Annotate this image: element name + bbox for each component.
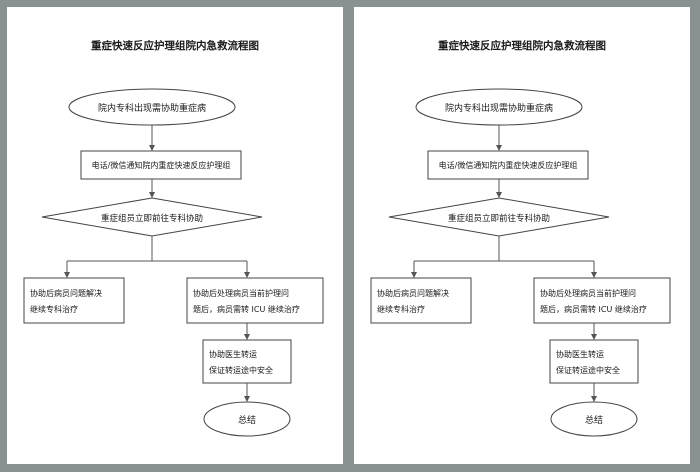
notify-box	[80, 150, 242, 180]
notify-box-label: 电话/微信通知院内重症快速反应护理组	[92, 160, 231, 170]
doctor-transfer-box	[549, 339, 639, 384]
arrow-head	[244, 272, 250, 278]
notify-box-label: 电话/微信通知院内重症快速反应护理组	[439, 160, 578, 170]
arrow-head	[244, 334, 250, 340]
transfer-icu-box-line2: 题后，病员需转 ICU 继续治疗	[193, 304, 300, 314]
resolved-box	[23, 277, 125, 324]
decision-label: 重症组员立即前往专科协助	[101, 213, 203, 224]
doctor-transfer-box-line1: 协助医生转运	[209, 349, 257, 359]
flowchart-page: 重症快速反应护理组院内急救流程图 院内专科出现需协助重症病 电话/微信通知院内重…	[354, 7, 690, 464]
start-node-label: 院内专科出现需协助重症病	[98, 102, 206, 114]
page-title: 重症快速反应护理组院内急救流程图	[438, 39, 606, 52]
arrow-head	[496, 145, 502, 151]
transfer-icu-box	[186, 277, 324, 324]
flowchart-svg: 重症快速反应护理组院内急救流程图 院内专科出现需协助重症病 电话/微信通知院内重…	[370, 39, 671, 437]
resolved-box-line1: 协助后病员问题解决	[377, 288, 449, 298]
doctor-transfer-box-line2: 保证转运途中安全	[209, 365, 273, 375]
doctor-transfer-box-line2: 保证转运途中安全	[556, 365, 620, 375]
resolved-box-line1: 协助后病员问题解决	[30, 288, 102, 298]
start-node-label: 院内专科出现需协助重症病	[445, 102, 553, 114]
end-node-label: 总结	[238, 414, 256, 426]
flowchart-page: 重症快速反应护理组院内急救流程图 院内专科出现需协助重症病 电话/微信通知院内重…	[7, 7, 343, 464]
doctor-transfer-box	[202, 339, 292, 384]
arrow-head	[591, 334, 597, 340]
transfer-icu-box-line1: 协助后处理病员当前护理问	[193, 288, 289, 298]
arrow-head	[64, 272, 70, 278]
arrow-head	[496, 192, 502, 198]
end-node	[203, 401, 291, 437]
arrow-head	[149, 192, 155, 198]
end-node	[550, 401, 638, 437]
resolved-box	[370, 277, 472, 324]
page-title: 重症快速反应护理组院内急救流程图	[91, 39, 259, 52]
decision-label: 重症组员立即前往专科协助	[448, 213, 550, 224]
transfer-icu-box-line1: 协助后处理病员当前护理问	[540, 288, 636, 298]
notify-box	[427, 150, 589, 180]
arrow-head	[411, 272, 417, 278]
arrow-head	[591, 396, 597, 402]
arrow-head	[244, 396, 250, 402]
resolved-box-line2: 继续专科治疗	[30, 304, 78, 314]
flowchart-svg: 重症快速反应护理组院内急救流程图 院内专科出现需协助重症病 电话/微信通知院内重…	[23, 39, 324, 437]
doctor-transfer-box-line1: 协助医生转运	[556, 349, 604, 359]
end-node-label: 总结	[585, 414, 603, 426]
transfer-icu-box-line2: 题后，病员需转 ICU 继续治疗	[540, 304, 647, 314]
transfer-icu-box	[533, 277, 671, 324]
resolved-box-line2: 继续专科治疗	[377, 304, 425, 314]
arrow-head	[149, 145, 155, 151]
arrow-head	[591, 272, 597, 278]
